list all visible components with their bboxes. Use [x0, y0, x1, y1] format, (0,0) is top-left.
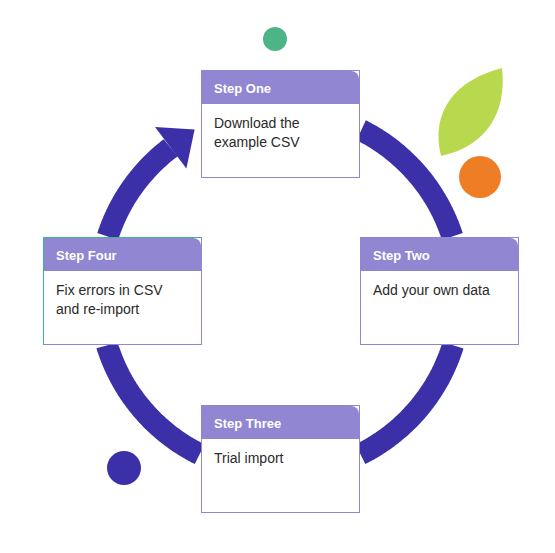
step-box: Step TwoAdd your own data [360, 237, 519, 345]
step-box: Step FourFix errors in CSV and re-import [43, 237, 202, 345]
cycle-arc [360, 345, 453, 454]
step-heading: Step Three [202, 406, 359, 439]
step-heading: Step One [202, 71, 359, 104]
step-heading: Step Four [44, 238, 201, 271]
cycle-arc [361, 130, 452, 236]
cycle-arrow [107, 345, 200, 454]
cycle-arrow [360, 345, 453, 454]
step-description: Trial import [202, 439, 359, 478]
cycle-arrow [108, 127, 195, 237]
cycle-arc [107, 345, 200, 454]
leaf [438, 68, 502, 156]
navy-dot [107, 451, 141, 485]
step-box: Step OneDownload the example CSV [201, 70, 360, 178]
cycle-arrow [361, 130, 452, 236]
green-dot [263, 27, 287, 51]
step-description: Fix errors in CSV and re-import [44, 271, 201, 329]
orange-dot [459, 156, 501, 198]
cycle-arc [108, 148, 171, 237]
step-heading: Step Two [361, 238, 518, 271]
step-box: Step ThreeTrial import [201, 405, 360, 513]
arrowhead [155, 127, 195, 168]
step-description: Add your own data [361, 271, 518, 310]
step-description: Download the example CSV [202, 104, 359, 162]
